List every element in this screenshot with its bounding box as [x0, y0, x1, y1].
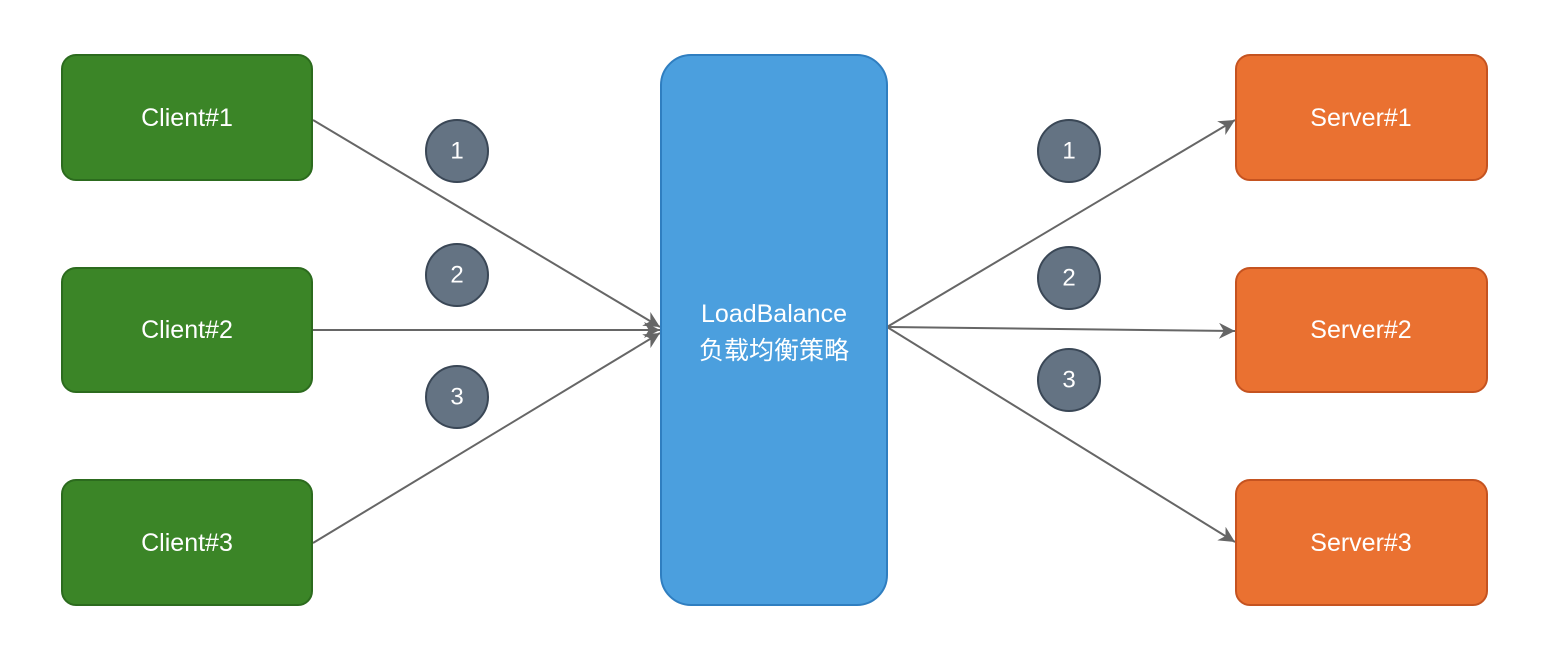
left-step-1: 1	[425, 119, 489, 183]
balancer-node: LoadBalance 负载均衡策略	[660, 54, 888, 606]
step-number: 3	[1062, 367, 1075, 394]
server-edges	[886, 119, 1236, 543]
edge-balancer-to-server1	[886, 119, 1236, 328]
client-label: Client#3	[141, 529, 233, 557]
client-label: Client#2	[141, 316, 233, 344]
edge-balancer-to-server2	[886, 322, 1236, 339]
client-node-1: Client#1	[61, 54, 313, 181]
client-node-2: Client#2	[61, 267, 313, 393]
step-number: 3	[450, 384, 463, 411]
step-circle	[425, 243, 489, 307]
server-box	[1235, 267, 1488, 393]
client-box	[61, 267, 313, 393]
right-step-1: 1	[1037, 119, 1101, 183]
server-label: Server#2	[1310, 316, 1411, 344]
server-label: Server#3	[1310, 529, 1411, 557]
server-node-1: Server#1	[1235, 54, 1488, 181]
step-circle	[1037, 348, 1101, 412]
balancer-label-line1: LoadBalance	[701, 300, 847, 328]
balancer-box	[660, 54, 888, 606]
right-step-markers: 1 2 3	[1037, 119, 1101, 412]
left-step-3: 3	[425, 365, 489, 429]
client-node-3: Client#3	[61, 479, 313, 606]
client-edges	[312, 119, 661, 544]
client-box	[61, 479, 313, 606]
step-number: 2	[1062, 265, 1075, 292]
edge-balancer-to-server3	[886, 326, 1236, 543]
balancer-label-line2: 负载均衡策略	[699, 337, 849, 365]
step-number: 1	[450, 138, 463, 165]
edge-client3-to-balancer	[312, 332, 661, 544]
edge-client1-to-balancer	[312, 119, 661, 328]
server-box	[1235, 479, 1488, 606]
right-step-2: 2	[1037, 246, 1101, 310]
step-circle	[1037, 119, 1101, 183]
step-number: 2	[450, 262, 463, 289]
left-step-2: 2	[425, 243, 489, 307]
right-step-3: 3	[1037, 348, 1101, 412]
step-circle	[1037, 246, 1101, 310]
left-step-markers: 1 2 3	[425, 119, 489, 429]
client-group: Client#1 Client#2 Client#3	[61, 54, 313, 606]
server-node-3: Server#3	[1235, 479, 1488, 606]
step-circle	[425, 365, 489, 429]
client-label: Client#1	[141, 104, 233, 132]
server-group: Server#1 Server#2 Server#3	[1235, 54, 1488, 606]
server-box	[1235, 54, 1488, 181]
step-circle	[425, 119, 489, 183]
server-label: Server#1	[1310, 104, 1411, 132]
server-node-2: Server#2	[1235, 267, 1488, 393]
client-box	[61, 54, 313, 181]
step-number: 1	[1062, 138, 1075, 165]
